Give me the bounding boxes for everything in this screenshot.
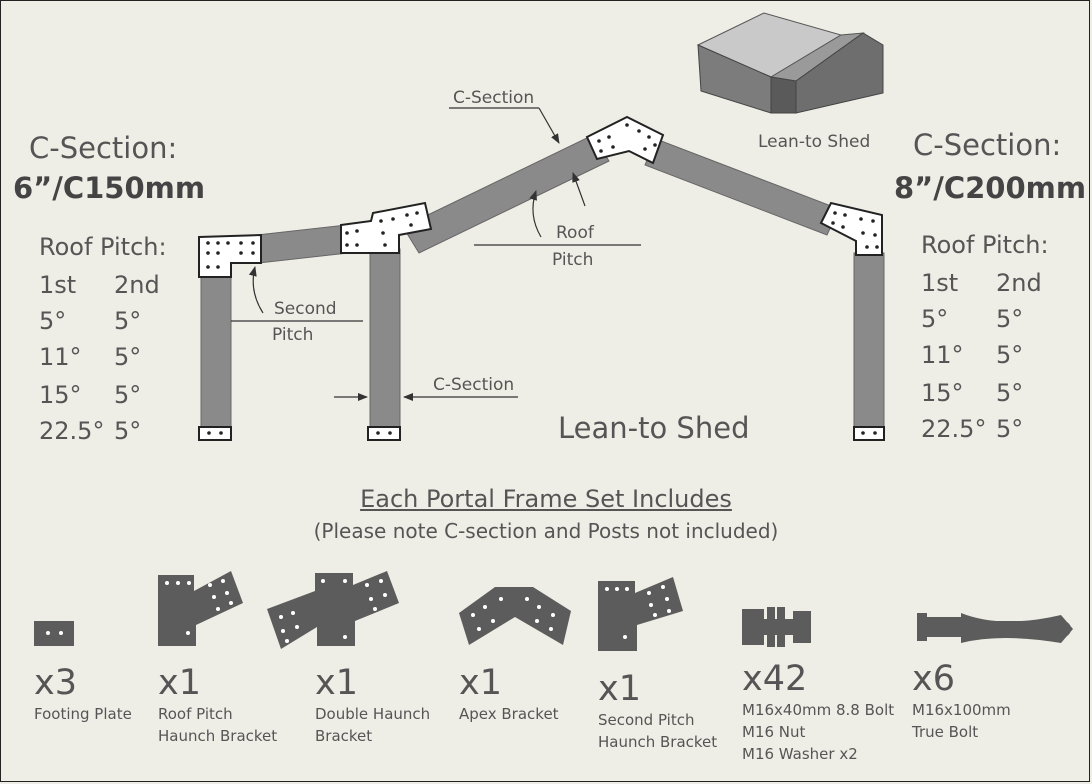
bolt-set-icon xyxy=(742,607,811,647)
roof-pitch-haunch-bracket-diagram xyxy=(819,201,883,256)
left-section-title: C-Section: xyxy=(29,131,178,165)
parts-icons xyxy=(34,571,1073,651)
right-pitch-first: 15° xyxy=(921,379,964,407)
part-qty: x1 xyxy=(315,663,358,703)
left-pitch-second: 5° xyxy=(114,307,142,335)
part-bolt-set: x42 M16x40mm 8.8 Bolt M16 Nut M16 Washer… xyxy=(742,659,894,765)
right-pitch-first: 22.5° xyxy=(921,415,987,443)
footing-plate-middle xyxy=(367,426,401,441)
part-qty: x3 xyxy=(34,663,77,703)
true-bolt-icon xyxy=(917,613,1073,643)
c-section-post-label: C-Section xyxy=(433,375,515,395)
right-header-2nd: 2nd xyxy=(996,269,1042,297)
lean-to-shed-thumb-label: Lean-to Shed xyxy=(758,132,871,152)
left-pitch-second: 5° xyxy=(114,417,142,445)
lean-to-shed-thumbnail xyxy=(696,12,884,114)
left-pitch-second: 5° xyxy=(114,381,142,409)
left-post xyxy=(200,270,232,434)
includes-title: Each Portal Frame Set Includes xyxy=(360,485,732,513)
second-pitch-label-line2: Pitch xyxy=(272,325,314,345)
bracket-holes xyxy=(206,123,879,435)
part-name: Double Haunch xyxy=(315,705,431,723)
part-footing-plate: x3 Footing Plate xyxy=(34,663,132,725)
right-pitch-first: 11° xyxy=(921,341,964,369)
right-pitch-row: 11° 5° xyxy=(921,341,1023,369)
right-pitch-second: 5° xyxy=(996,305,1024,333)
part-qty: x42 xyxy=(742,659,808,699)
part-true-bolt: x6 M16x100mm True Bolt xyxy=(912,659,1011,743)
left-section-size: 6”/C150mm xyxy=(13,171,206,205)
lean-to-shed-label: Lean-to Shed xyxy=(558,411,750,445)
part-qty: x6 xyxy=(912,659,955,699)
footing-plate-right xyxy=(853,426,885,441)
roof-pitch-rafter-right xyxy=(644,138,840,236)
part-name: M16 Washer x2 xyxy=(742,745,858,763)
apex-bracket-diagram xyxy=(585,115,665,165)
footing-plate-left xyxy=(198,426,232,441)
roof-pitch-rafter-left xyxy=(402,134,610,254)
left-pitch-row: 15° 5° xyxy=(39,381,141,409)
part-name: Second Pitch xyxy=(598,711,695,729)
part-name: Apex Bracket xyxy=(459,705,559,723)
left-pitch-second: 5° xyxy=(114,343,142,371)
second-pitch-rafter xyxy=(256,224,349,264)
roof-pitch-label-line1: Roof xyxy=(556,223,594,243)
roof-pitch-haunch-bracket-icon xyxy=(158,571,243,646)
right-pitch-second: 5° xyxy=(996,341,1024,369)
part-name: Haunch Bracket xyxy=(158,727,278,745)
part-double-haunch-bracket: x1 Double Haunch Bracket xyxy=(315,663,430,747)
roof-pitch-label-line2: Pitch xyxy=(552,250,594,270)
part-name: True Bolt xyxy=(912,723,979,741)
left-pitch-first: 22.5° xyxy=(39,417,105,445)
part-second-pitch-haunch-bracket: x1 Second Pitch Haunch Bracket xyxy=(598,669,717,753)
part-qty: x1 xyxy=(459,663,502,703)
right-section-size: 8”/C200mm xyxy=(894,171,1087,205)
right-pitch-headers: 1st 2nd xyxy=(921,269,1042,297)
right-pitch-row: 22.5° 5° xyxy=(921,415,1023,443)
frame-beams xyxy=(200,134,885,434)
part-name: Bracket xyxy=(315,727,373,745)
part-apex-bracket: x1 Apex Bracket xyxy=(459,663,559,725)
right-pitch-title: Roof Pitch: xyxy=(921,231,1049,259)
part-name: M16 Nut xyxy=(742,723,806,741)
part-name: M16x40mm 8.8 Bolt xyxy=(742,701,895,719)
left-header-1st: 1st xyxy=(39,271,77,299)
part-qty: x1 xyxy=(158,663,201,703)
part-qty: x1 xyxy=(598,669,641,709)
right-pitch-row: 15° 5° xyxy=(921,379,1023,407)
left-pitch-row: 5° 5° xyxy=(39,307,141,335)
left-pitch-first: 5° xyxy=(39,307,67,335)
left-pitch-title: Roof Pitch: xyxy=(39,233,167,261)
part-name: Roof Pitch xyxy=(158,705,233,723)
includes-note: (Please note C-section and Posts not inc… xyxy=(313,519,779,543)
right-pitch-second: 5° xyxy=(996,379,1024,407)
part-roof-pitch-haunch-bracket: x1 Roof Pitch Haunch Bracket xyxy=(158,663,277,747)
right-pitch-second: 5° xyxy=(996,415,1024,443)
part-name: Footing Plate xyxy=(34,705,132,723)
left-pitch-first: 11° xyxy=(39,343,82,371)
part-name: M16x100mm xyxy=(912,701,1011,719)
right-post xyxy=(853,252,885,434)
left-pitch-row: 11° 5° xyxy=(39,343,141,371)
right-pitch-first: 5° xyxy=(921,305,949,333)
right-header-1st: 1st xyxy=(921,269,959,297)
second-pitch-haunch-bracket-diagram xyxy=(198,233,262,278)
annotation-arrows xyxy=(231,107,641,401)
part-name: Haunch Bracket xyxy=(598,733,718,751)
left-pitch-first: 15° xyxy=(39,381,82,409)
double-haunch-bracket-icon xyxy=(267,571,399,649)
apex-bracket-icon xyxy=(459,587,571,645)
right-section-title: C-Section: xyxy=(913,128,1062,162)
middle-post xyxy=(369,248,401,434)
left-pitch-row: 22.5° 5° xyxy=(39,417,141,445)
right-pitch-row: 5° 5° xyxy=(921,305,1023,333)
left-pitch-headers: 1st 2nd xyxy=(39,271,160,299)
footing-plate-icon xyxy=(34,621,74,646)
left-header-2nd: 2nd xyxy=(114,271,160,299)
second-pitch-label-line1: Second xyxy=(274,299,337,319)
second-pitch-haunch-bracket-icon xyxy=(598,577,683,651)
c-section-top-label: C-Section xyxy=(453,88,535,108)
